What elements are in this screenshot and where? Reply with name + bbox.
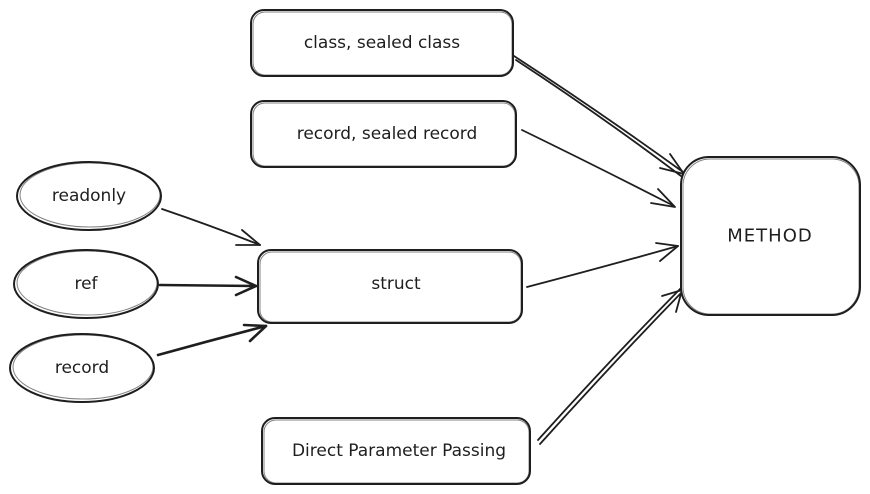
node-label-readonly: readonly: [52, 186, 126, 206]
node-label-ref: ref: [74, 274, 98, 294]
node-label-record-sealed-record: record, sealed record: [297, 124, 478, 144]
edge-class-to-method: [513, 55, 685, 177]
node-ref[interactable]: ref: [13, 249, 159, 319]
node-label-struct: struct: [371, 274, 421, 294]
edge-record-sealed-to-method: [521, 129, 676, 208]
node-struct[interactable]: struct: [257, 249, 523, 324]
node-method[interactable]: METHOD: [680, 156, 861, 316]
node-direct-parameter-passing[interactable]: Direct Parameter Passing: [261, 417, 531, 485]
node-record[interactable]: record: [9, 333, 155, 403]
node-label-method: METHOD: [727, 226, 812, 247]
node-label-record: record: [55, 358, 109, 378]
node-class-sealed-class[interactable]: class, sealed class: [250, 9, 514, 77]
node-label-class-sealed-class: class, sealed class: [304, 33, 460, 53]
edge-struct-to-method: [526, 242, 679, 288]
edges: [156, 55, 685, 445]
edge-direct-to-method: [537, 287, 683, 445]
edge-ref-to-struct: [158, 275, 258, 297]
node-readonly[interactable]: readonly: [16, 161, 162, 231]
node-label-direct-parameter-passing: Direct Parameter Passing: [292, 441, 506, 461]
node-record-sealed-record[interactable]: record, sealed record: [250, 100, 517, 168]
edge-record-to-struct: [156, 323, 268, 357]
edge-readonly-to-struct: [161, 208, 261, 246]
